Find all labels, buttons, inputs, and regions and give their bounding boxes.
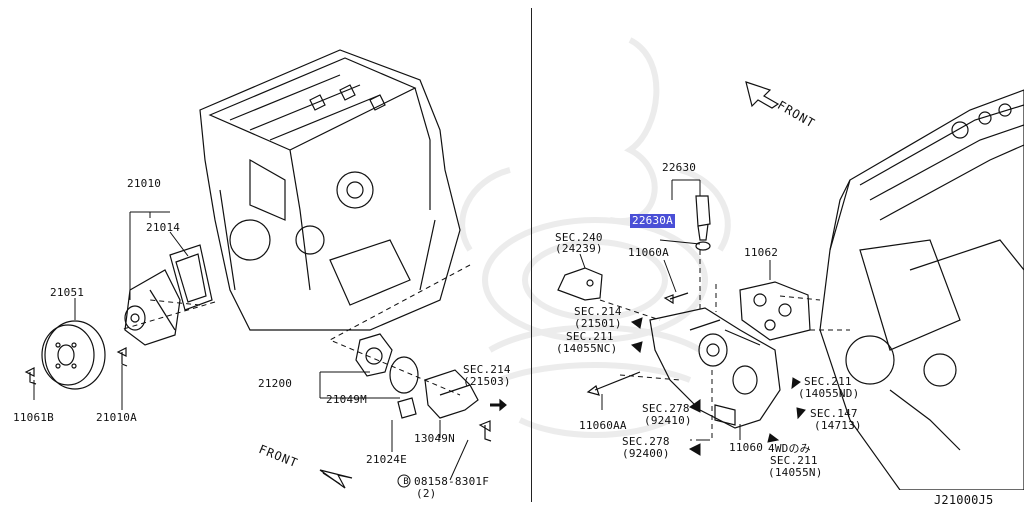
- label-22630a-highlighted[interactable]: 22630A: [630, 214, 675, 228]
- label-sec211-c-sub: (14055N): [768, 466, 823, 479]
- label-21010a: 21010A: [96, 411, 137, 424]
- label-sec147-sub: (14713): [814, 419, 862, 432]
- label-sec147: SEC.147: [810, 407, 858, 420]
- label-sec278-b: SEC.278: [622, 435, 670, 448]
- label-sec211-c: SEC.211: [770, 454, 818, 467]
- label-21049m: 21049M: [326, 393, 367, 406]
- label-11062: 11062: [744, 246, 779, 259]
- label-bolt-qty: (2): [416, 487, 437, 500]
- label-sec214-b: SEC.214: [574, 305, 622, 318]
- diagram-ref-code: J21000J5: [934, 493, 994, 507]
- label-11060a: 11060A: [628, 246, 669, 259]
- bolt-marker: B: [403, 477, 409, 487]
- label-sec214-a: SEC.214: [463, 363, 511, 376]
- label-21014: 21014: [146, 221, 181, 234]
- label-11061b: 11061B: [13, 411, 54, 424]
- label-sec240-sub: (24239): [555, 242, 603, 255]
- leader-lines-right: [557, 81, 850, 456]
- watermark-emblem: [459, 37, 731, 438]
- engine-block-left: [199, 49, 461, 331]
- label-13049n: 13049N: [414, 432, 455, 445]
- label-4wd-only: 4WDのみ: [768, 442, 811, 455]
- label-sec278-b-sub: (92400): [622, 447, 670, 460]
- label-bolt-code: 08158-8301F: [414, 475, 490, 488]
- label-21024e: 21024E: [366, 453, 407, 466]
- label-sec214-b-sub: (21501): [574, 317, 622, 330]
- leader-lines-left: [24, 211, 507, 489]
- label-11060aa: 11060AA: [579, 419, 627, 432]
- label-sec278-a: SEC.278: [642, 402, 690, 415]
- label-sec211-b-sub: (14055ND): [798, 387, 860, 400]
- label-22630: 22630: [662, 161, 697, 174]
- engine-block-right: [819, 89, 1024, 490]
- label-sec211-b: SEC.211: [804, 375, 852, 388]
- label-sec278-a-sub: (92410): [644, 414, 692, 427]
- label-sec214-a-sub: (21503): [463, 375, 511, 388]
- label-21200: 21200: [258, 377, 293, 390]
- label-sec211-a: SEC.211: [566, 330, 614, 343]
- label-sec211-a-sub: (14055NC): [556, 342, 618, 355]
- label-21051: 21051: [50, 286, 85, 299]
- label-sec240: SEC.240: [555, 231, 603, 244]
- label-21010: 21010: [127, 177, 162, 190]
- label-11060: 11060: [729, 441, 764, 454]
- panel-divider: [531, 8, 532, 502]
